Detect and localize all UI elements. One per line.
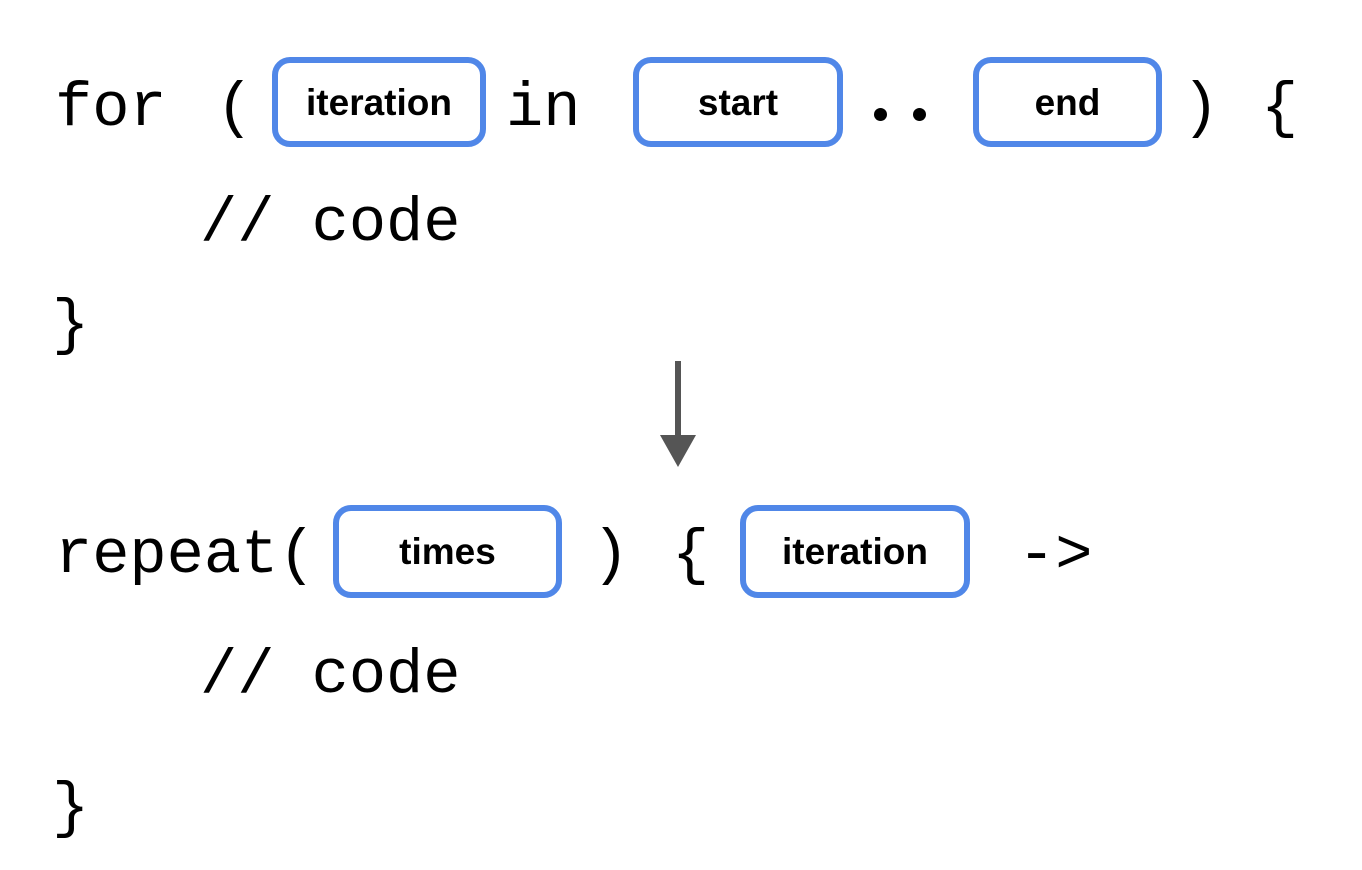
after-close-brace: }	[52, 773, 90, 844]
token-iteration-before[interactable]: iteration	[272, 57, 486, 147]
after-open-brace: {	[672, 520, 710, 591]
open-paren: (	[216, 73, 254, 144]
token-start-label: start	[697, 81, 779, 123]
in-keyword: in	[506, 73, 581, 144]
token-end-label: end	[1034, 81, 1101, 123]
open-brace: {	[1261, 73, 1299, 144]
token-start[interactable]: start	[633, 57, 843, 147]
close-paren: )	[1182, 73, 1220, 144]
token-iteration-before-label: iteration	[306, 81, 452, 123]
after-close-paren: )	[592, 520, 630, 591]
range-dot-1	[874, 108, 887, 121]
after-body-comment: // code	[200, 640, 461, 711]
range-dot-2	[913, 108, 926, 121]
range-operator	[874, 108, 926, 121]
token-times-label: times	[399, 531, 496, 572]
token-iteration-after[interactable]: iteration	[740, 505, 970, 598]
repeat-function: repeat(	[55, 520, 316, 591]
transformation-arrow	[648, 355, 708, 480]
token-iteration-after-label: iteration	[782, 531, 928, 572]
before-body-comment: // code	[200, 188, 461, 259]
arrow-down-icon	[660, 361, 696, 467]
before-close-brace: }	[52, 290, 90, 361]
for-keyword: for	[55, 73, 167, 144]
token-end[interactable]: end	[973, 57, 1162, 147]
lambda-arrow: ->	[1018, 520, 1093, 591]
token-times[interactable]: times	[333, 505, 562, 598]
